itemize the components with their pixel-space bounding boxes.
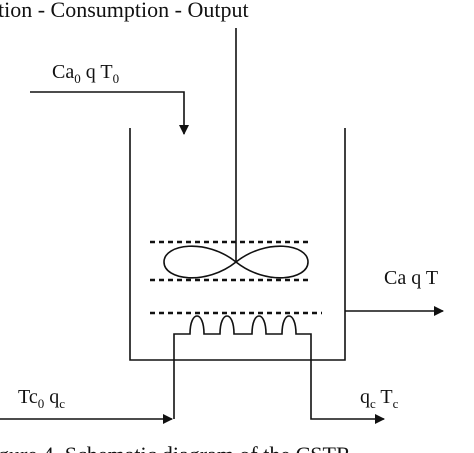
impeller-icon xyxy=(163,245,309,279)
inlet-label: Ca0 q T0 xyxy=(52,61,119,86)
outlet-label: Ca q T xyxy=(384,267,438,289)
coolant-inlet-label: Tc0 qc xyxy=(18,386,65,411)
figure-caption: igure 4. Schematic diagram of the CSTR xyxy=(0,442,351,453)
cooling-coil xyxy=(173,315,385,424)
reactor-vessel xyxy=(129,128,346,361)
inlet-feed-arrow xyxy=(30,91,189,135)
header-title: tion - Consumption - Output xyxy=(0,0,249,22)
coolant-outlet-label: qc Tc xyxy=(360,386,399,411)
